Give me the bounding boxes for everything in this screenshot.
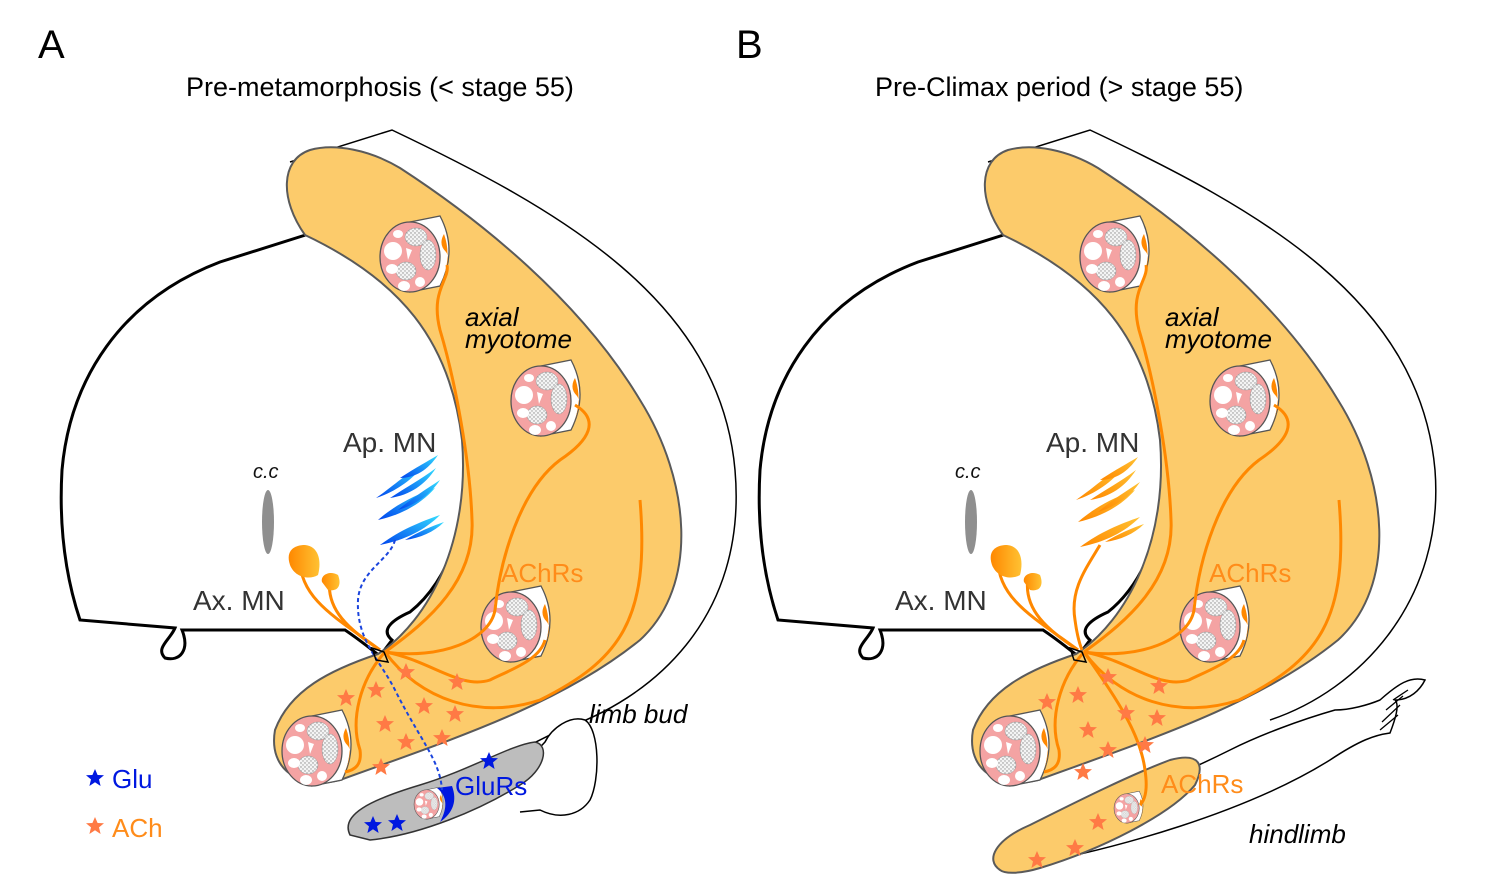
panel-title-b: Pre-Climax period (> stage 55)	[875, 72, 1243, 102]
blue-star-icon	[86, 769, 104, 786]
legend-ach-label: ACh	[112, 813, 163, 843]
ap-mn-cells-blue	[376, 455, 444, 545]
glutamatergic-axon	[356, 539, 443, 791]
axial-mn-soma-icon	[990, 545, 1022, 578]
ap-mn-cells-orange	[1076, 457, 1144, 547]
ventral-root	[370, 646, 390, 663]
glur-cluster-icon	[437, 786, 455, 822]
achrs-label-b: AChRs	[1209, 558, 1291, 588]
ax-mn-label-a: Ax. MN	[193, 585, 285, 616]
glurs-label: GluRs	[455, 771, 527, 801]
panel-title-a: Pre-metamorphosis (< stage 55)	[186, 72, 574, 102]
legend: Glu ACh	[86, 764, 163, 843]
myotome-label-a2: myotome	[465, 324, 572, 354]
panel-a: A Pre-metamorphosis (< stage 55)	[38, 23, 737, 843]
limb-achrs-label: AChRs	[1161, 769, 1243, 799]
axial-mn-soma-icon	[321, 572, 340, 591]
central-canal	[262, 490, 274, 554]
myotome-label-b2: myotome	[1165, 324, 1272, 354]
body-outline-b	[987, 129, 1437, 721]
central-canal	[965, 490, 977, 554]
orange-star-icon	[86, 817, 104, 834]
body-outline-a	[289, 129, 737, 761]
ventral-root	[1068, 646, 1088, 663]
myotome-label-b1: axial	[1165, 302, 1220, 332]
hindlimb-digits	[1379, 689, 1409, 731]
ax-mn-label-b: Ax. MN	[895, 585, 987, 616]
axial-mn-soma-icon	[288, 545, 320, 578]
axial-mn-soma-icon	[1023, 572, 1042, 591]
hindlimb-myotome	[992, 756, 1201, 874]
limb-bud-label: limb bud	[589, 699, 689, 729]
hindlimb-label: hindlimb	[1249, 819, 1346, 849]
panel-letter-b: B	[736, 23, 763, 67]
cc-label-a: c.c	[253, 461, 279, 483]
panel-letter-a: A	[38, 23, 65, 67]
panel-b: B Pre-Climax period (> stage 55)	[736, 23, 1437, 874]
myotome-label-a1: axial	[465, 302, 520, 332]
ap-mn-label-a: Ap. MN	[343, 427, 436, 458]
cc-label-b: c.c	[955, 461, 981, 483]
ap-mn-label-b: Ap. MN	[1046, 427, 1139, 458]
axial-nerves-b	[996, 264, 1343, 807]
achrs-label-a: AChRs	[501, 558, 583, 588]
legend-glu-label: Glu	[112, 764, 152, 794]
